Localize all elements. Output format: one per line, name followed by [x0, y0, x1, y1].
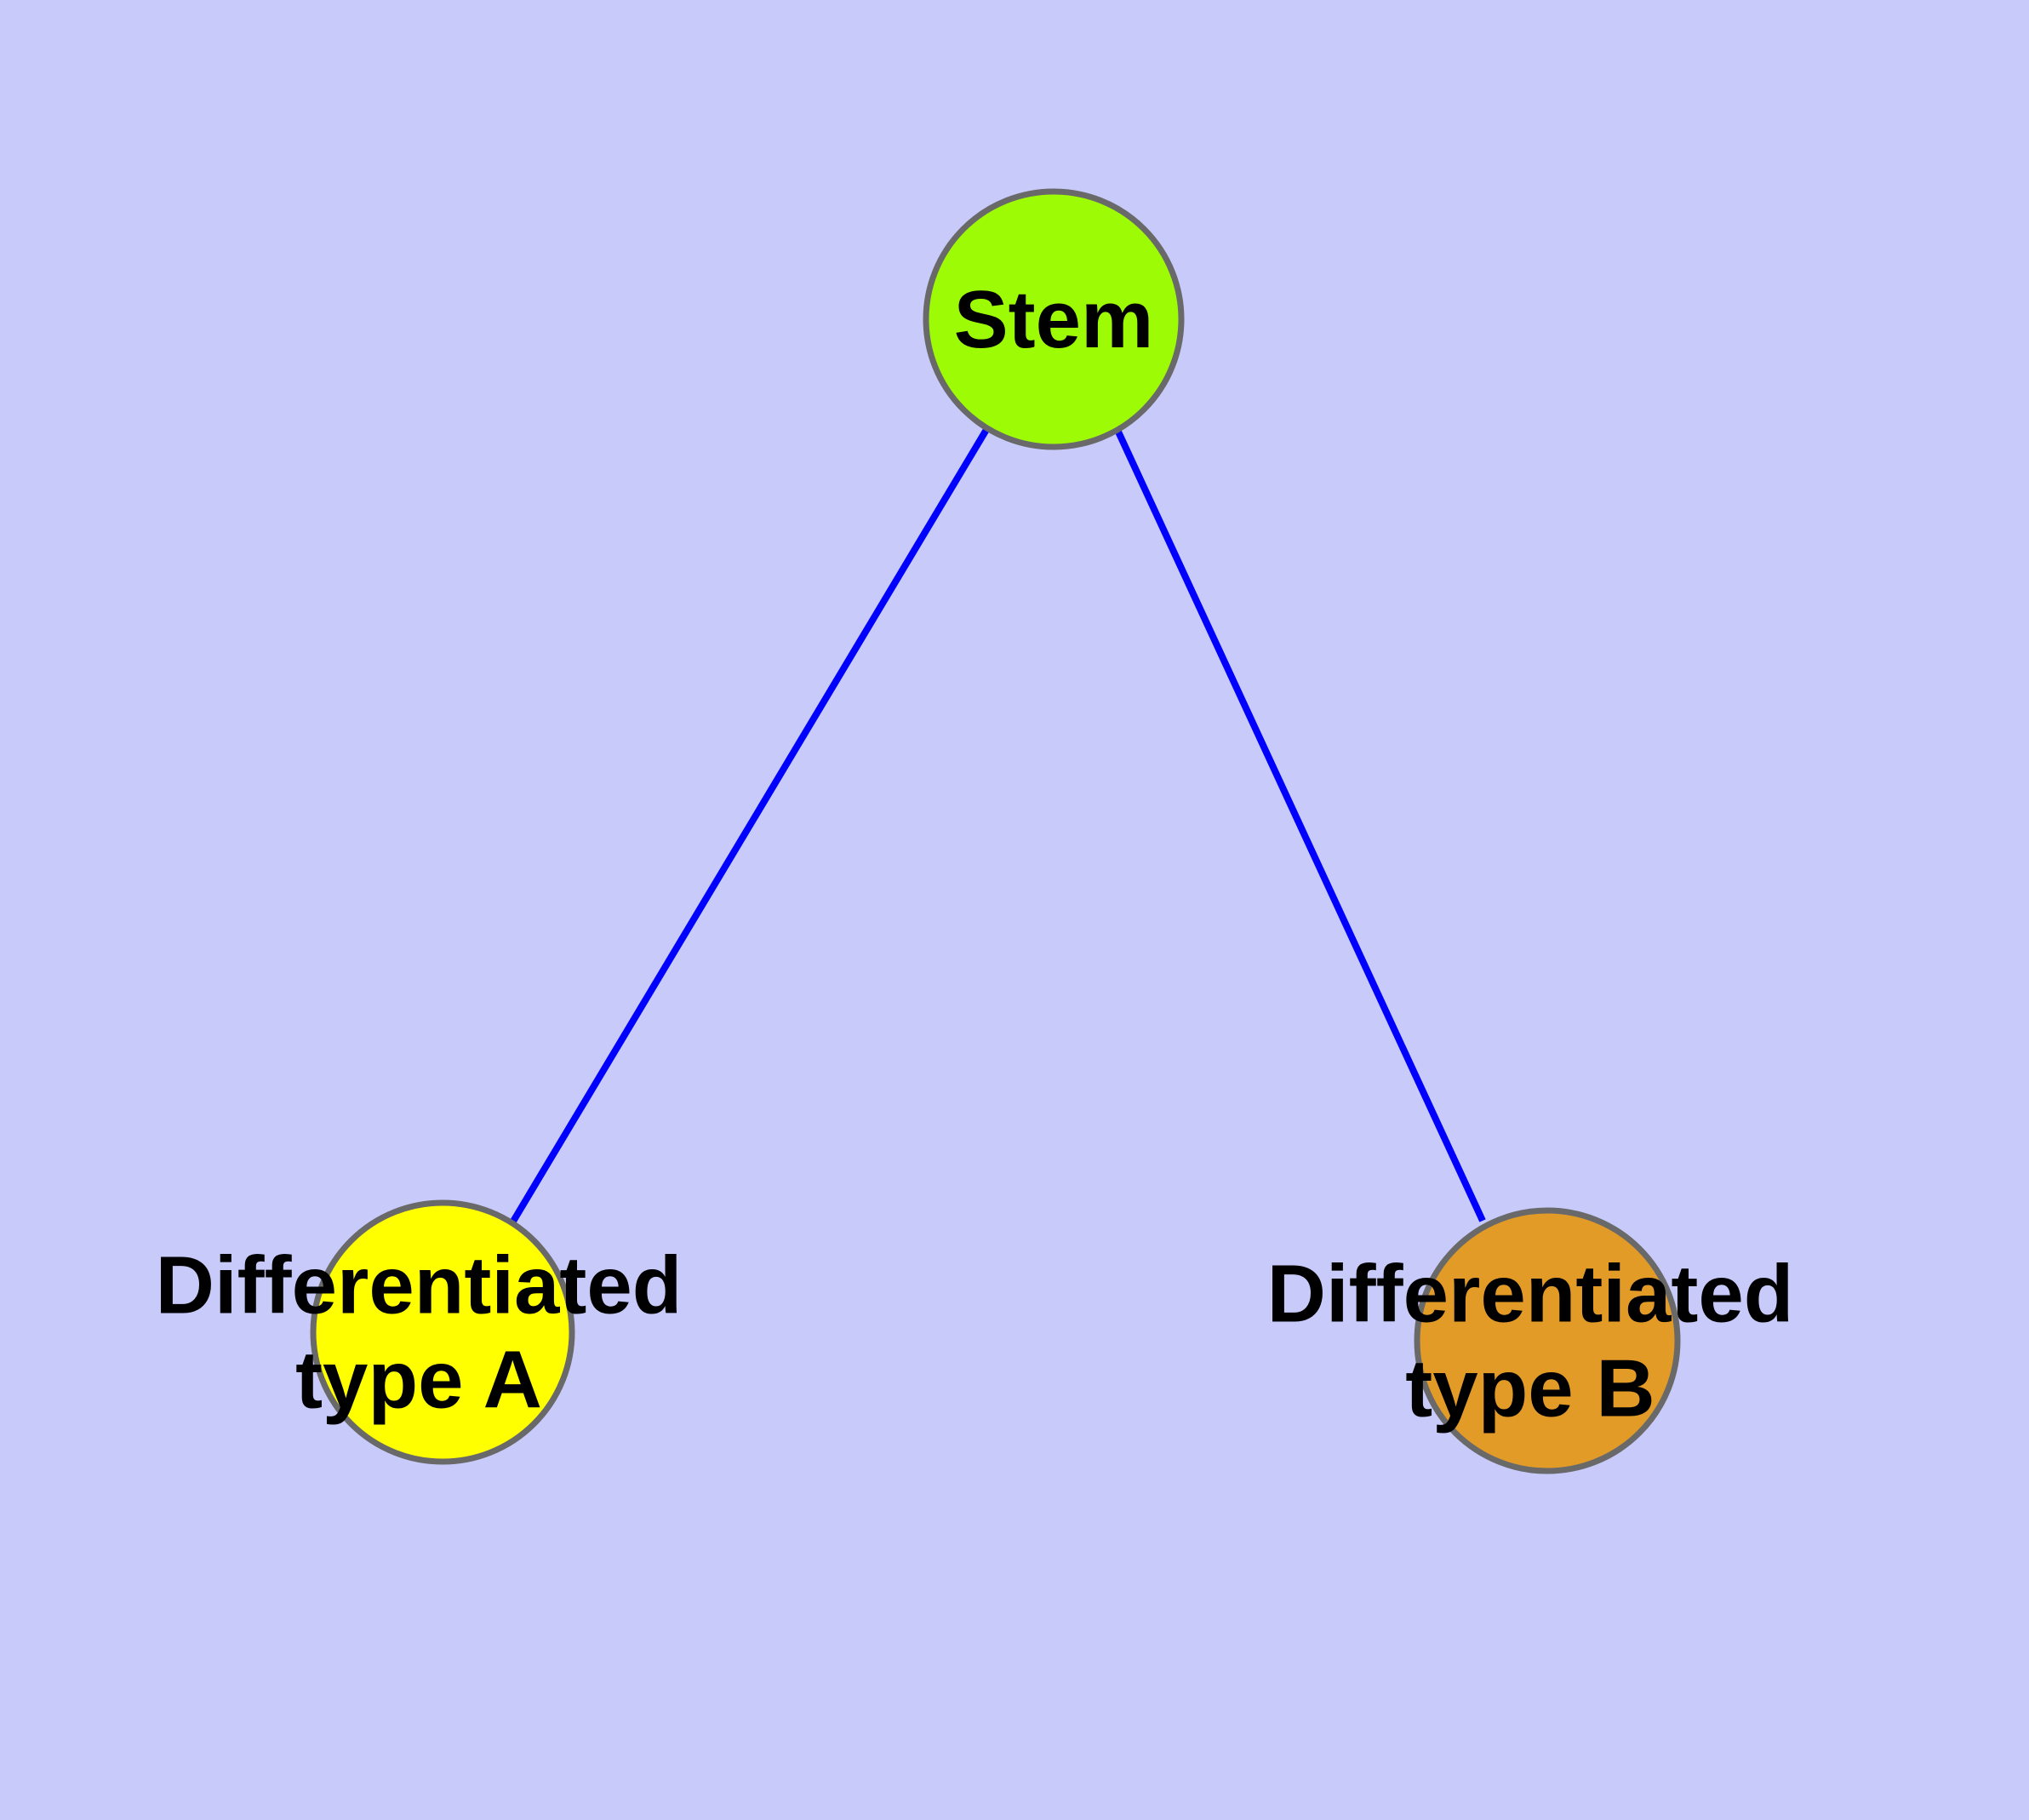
edge-stem-to-type-b[interactable] — [1114, 428, 1486, 1222]
node-circle-diff-type-a[interactable] — [310, 1199, 575, 1465]
node-label-line: Differentiated — [156, 1239, 683, 1331]
node-label-line: type A — [295, 1334, 542, 1425]
edge-stem-to-type-a[interactable] — [508, 426, 991, 1227]
node-circle-diff-type-b[interactable] — [1414, 1207, 1681, 1474]
nodes-layer — [310, 188, 1681, 1474]
node-label-stem: Stem — [954, 274, 1154, 365]
node-label-line: type B — [1405, 1342, 1655, 1434]
node-circle-stem[interactable] — [923, 188, 1185, 450]
node-label-line: Stem — [954, 274, 1154, 365]
edges-layer — [508, 426, 1486, 1227]
node-label-line: Differentiated — [1267, 1248, 1794, 1339]
